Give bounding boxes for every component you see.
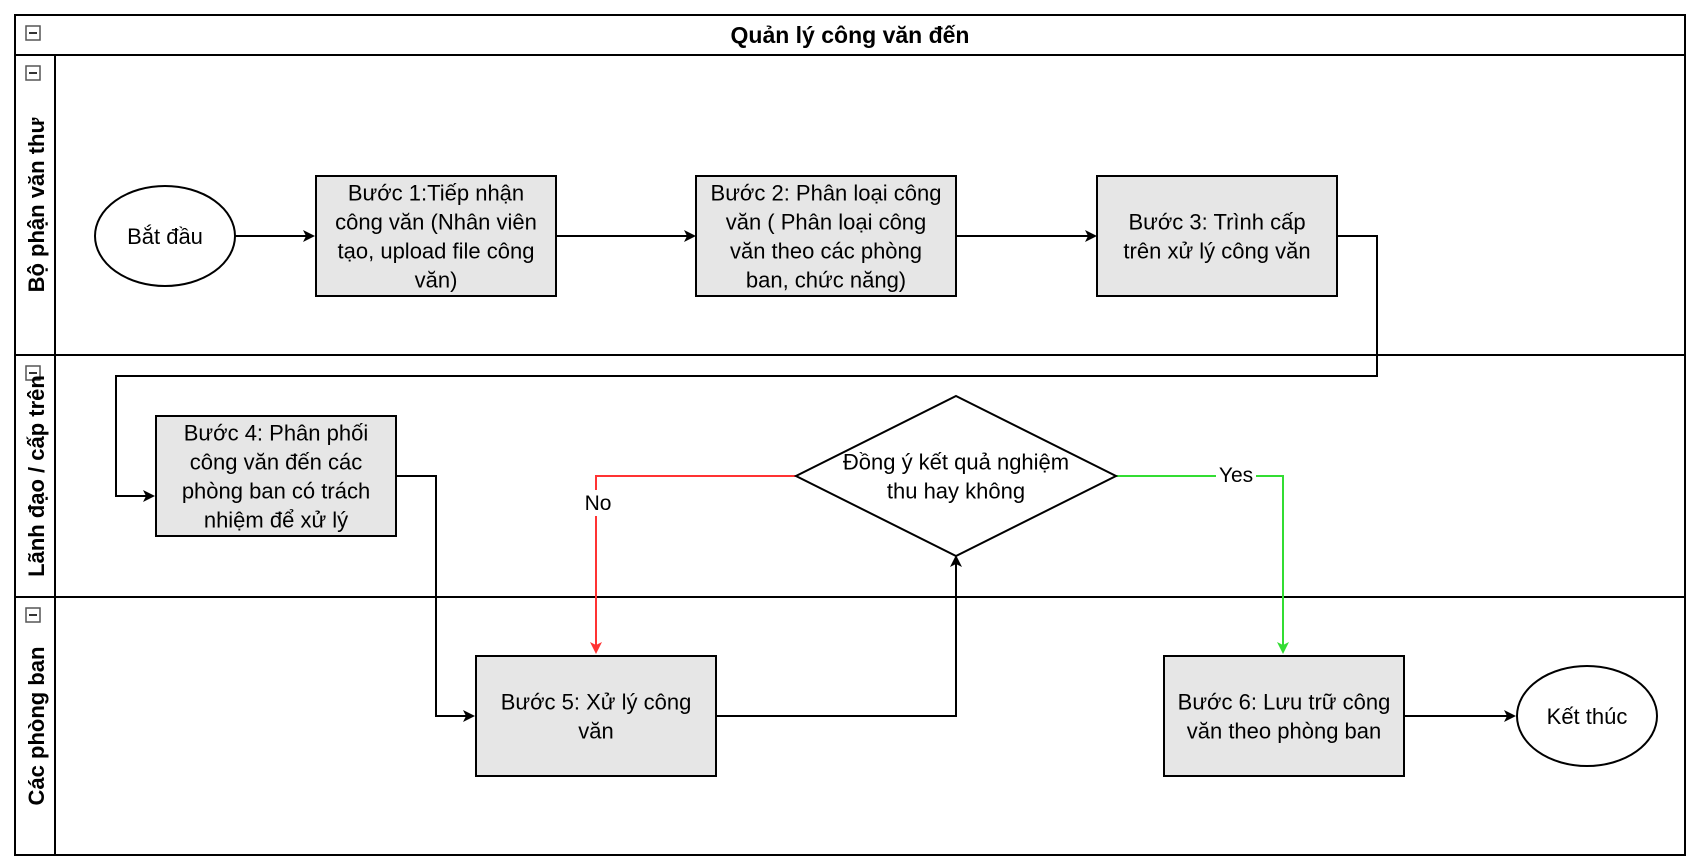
- edge-decision-yes: [1116, 475, 1289, 654]
- edges: No Yes: [115, 230, 1516, 722]
- node-step5-line-1: Bước 5: Xử lý công: [501, 690, 692, 715]
- node-start[interactable]: Bắt đầu: [94, 185, 236, 287]
- edge-label-yes: Yes: [1219, 464, 1253, 487]
- lanes: Bộ phận văn thư Lãnh đạo / cấp trên Các …: [15, 55, 1685, 855]
- node-step2-line-4: ban, chức năng): [746, 268, 906, 293]
- lane-label-van-thu: Bộ phận văn thư: [24, 118, 49, 293]
- node-end-line-1: Kết thúc: [1547, 704, 1628, 729]
- node-step2-line-3: văn theo các phòng: [730, 239, 922, 264]
- lane-1-collapse-icon[interactable]: [25, 65, 41, 81]
- node-step6-line-2: văn theo phòng ban: [1187, 719, 1382, 744]
- node-step4-line-4: nhiệm để xử lý: [204, 508, 348, 533]
- node-step1-line-1: Bước 1:Tiếp nhận: [348, 181, 524, 206]
- node-step3-text: Bước 3: Trình cấp trên xử lý công văn: [1123, 210, 1310, 264]
- node-step4[interactable]: Bước 4: Phân phối công văn đến các phòng b…: [155, 415, 397, 537]
- node-step2-line-2: văn ( Phân loại công: [726, 210, 927, 235]
- node-step1-line-4: văn): [415, 268, 458, 293]
- node-decision-line-1: Đồng ý kết quả nghiệm: [843, 450, 1069, 475]
- node-step2-text: Bước 2: Phân loại công văn ( Phân loại cô…: [711, 181, 942, 293]
- pool-collapse-icon[interactable]: [25, 25, 41, 41]
- node-step6[interactable]: Bước 6: Lưu trữ công văn theo phòng ban: [1163, 655, 1405, 777]
- node-decision-text: Đồng ý kết quả nghiệm thu hay không: [843, 450, 1069, 504]
- node-step5-line-2: văn: [578, 719, 613, 744]
- node-step3[interactable]: Bước 3: Trình cấp trên xử lý công văn: [1096, 175, 1338, 297]
- edge-label-no: No: [585, 492, 612, 515]
- node-step2[interactable]: Bước 2: Phân loại công văn ( Phân loại cô…: [695, 175, 957, 297]
- node-step1-text: Bước 1:Tiếp nhận công văn (Nhân viên tạo, …: [335, 181, 537, 293]
- node-start-text: Bắt đầu: [127, 224, 203, 249]
- node-step4-line-2: công văn đến các: [190, 450, 362, 475]
- node-step3-line-1: Bước 3: Trình cấp: [1128, 210, 1305, 235]
- lane-2-collapse-icon[interactable]: [25, 365, 41, 381]
- lane-label-lanh-dao: Lãnh đạo / cấp trên: [24, 375, 49, 577]
- node-step3-line-2: trên xử lý công văn: [1123, 239, 1310, 264]
- edge-step3-step4: [115, 235, 1378, 502]
- node-step4-text: Bước 4: Phân phối công văn đến các phòng b…: [182, 421, 370, 533]
- node-step4-line-1: Bước 4: Phân phối: [184, 421, 369, 446]
- edge-decision-no: [590, 475, 796, 654]
- node-step4-line-3: phòng ban có trách: [182, 479, 370, 504]
- nodes: Bắt đầu Bước 1:Tiếp nhận công văn (Nhân v…: [94, 175, 1658, 777]
- node-step2-line-1: Bước 2: Phân loại công: [711, 181, 942, 206]
- node-step1[interactable]: Bước 1:Tiếp nhận công văn (Nhân viên tạo, …: [315, 175, 557, 297]
- edge-step5-decision: [716, 555, 962, 717]
- node-decision[interactable]: Đồng ý kết quả nghiệm thu hay không: [793, 394, 1119, 558]
- node-step5[interactable]: Bước 5: Xử lý công văn: [475, 655, 717, 777]
- node-step6-line-1: Bước 6: Lưu trữ công: [1178, 690, 1391, 715]
- lane-label-phong-ban: Các phòng ban: [24, 647, 49, 806]
- node-step5-text: Bước 5: Xử lý công văn: [501, 690, 692, 744]
- node-start-line-1: Bắt đầu: [127, 224, 203, 249]
- node-end[interactable]: Kết thúc: [1516, 665, 1658, 767]
- node-decision-line-2: thu hay không: [887, 479, 1025, 504]
- edge-step4-step5: [396, 475, 475, 722]
- node-step6-text: Bước 6: Lưu trữ công văn theo phòng ban: [1178, 690, 1391, 744]
- node-end-text: Kết thúc: [1547, 704, 1628, 729]
- pool-title: Quản lý công văn đến: [731, 22, 970, 48]
- node-step1-line-2: công văn (Nhân viên: [335, 210, 537, 235]
- node-step1-line-3: tạo, upload file công: [338, 239, 535, 264]
- lane-3-collapse-icon[interactable]: [25, 607, 41, 623]
